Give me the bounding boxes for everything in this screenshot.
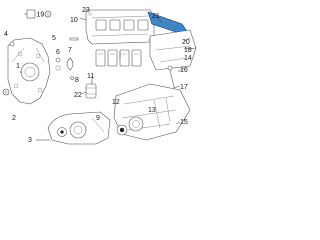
timing-cover[interactable]	[7, 37, 51, 105]
bolt-icon-top	[69, 37, 79, 41]
coil-set[interactable]	[95, 49, 142, 67]
oil-filter[interactable]	[85, 83, 97, 99]
pin-icon	[70, 76, 74, 80]
callout-label-10: 10	[70, 17, 78, 24]
callout-label-11: 11	[87, 73, 94, 80]
callout-label-15: 15	[180, 119, 188, 126]
callout-label-3: 3	[28, 137, 32, 144]
leader-lines	[20, 13, 197, 141]
callout-label-21: 21	[152, 13, 160, 20]
callout-label-8: 8	[75, 77, 79, 84]
callout-label-9: 9	[96, 115, 100, 122]
crank-seal[interactable]	[2, 88, 10, 96]
callout-label-22: 22	[74, 92, 82, 99]
callout-label-19: 19	[37, 12, 45, 19]
callout-label-17: 17	[180, 84, 188, 91]
gasket-loop-icon	[66, 57, 74, 71]
sensor-icon	[44, 10, 52, 18]
intake-manifold[interactable]	[113, 83, 191, 141]
oil-pan[interactable]	[149, 29, 197, 71]
callout-label-18: 18	[184, 47, 192, 54]
cover-bolt-icon	[9, 41, 15, 47]
callout-label-14: 14	[184, 55, 192, 62]
dipstick-tube[interactable]	[167, 65, 177, 97]
callout-label-6: 6	[56, 49, 60, 56]
valve-cover[interactable]	[85, 9, 155, 45]
dowel-icon	[55, 57, 61, 71]
callout-box-19	[26, 9, 36, 19]
callout-label-5: 5	[52, 35, 56, 42]
callout-label-2: 2	[12, 115, 16, 122]
callout-label-16: 16	[180, 67, 188, 74]
callout-label-1: 1	[16, 63, 20, 70]
callout-label-7: 7	[68, 47, 72, 54]
part-19-callout[interactable]: 19	[26, 9, 52, 19]
water-pump-housing[interactable]	[47, 111, 111, 145]
throttle-body[interactable]	[116, 124, 128, 136]
engine-parts-diagram: 19	[2, 7, 197, 145]
pulley[interactable]	[57, 127, 67, 137]
callout-label-12: 12	[112, 99, 120, 106]
callout-label-13: 13	[148, 107, 156, 114]
callout-label-20: 20	[182, 39, 190, 46]
callout-label-23: 23	[82, 7, 90, 14]
callout-label-4: 4	[4, 31, 8, 38]
